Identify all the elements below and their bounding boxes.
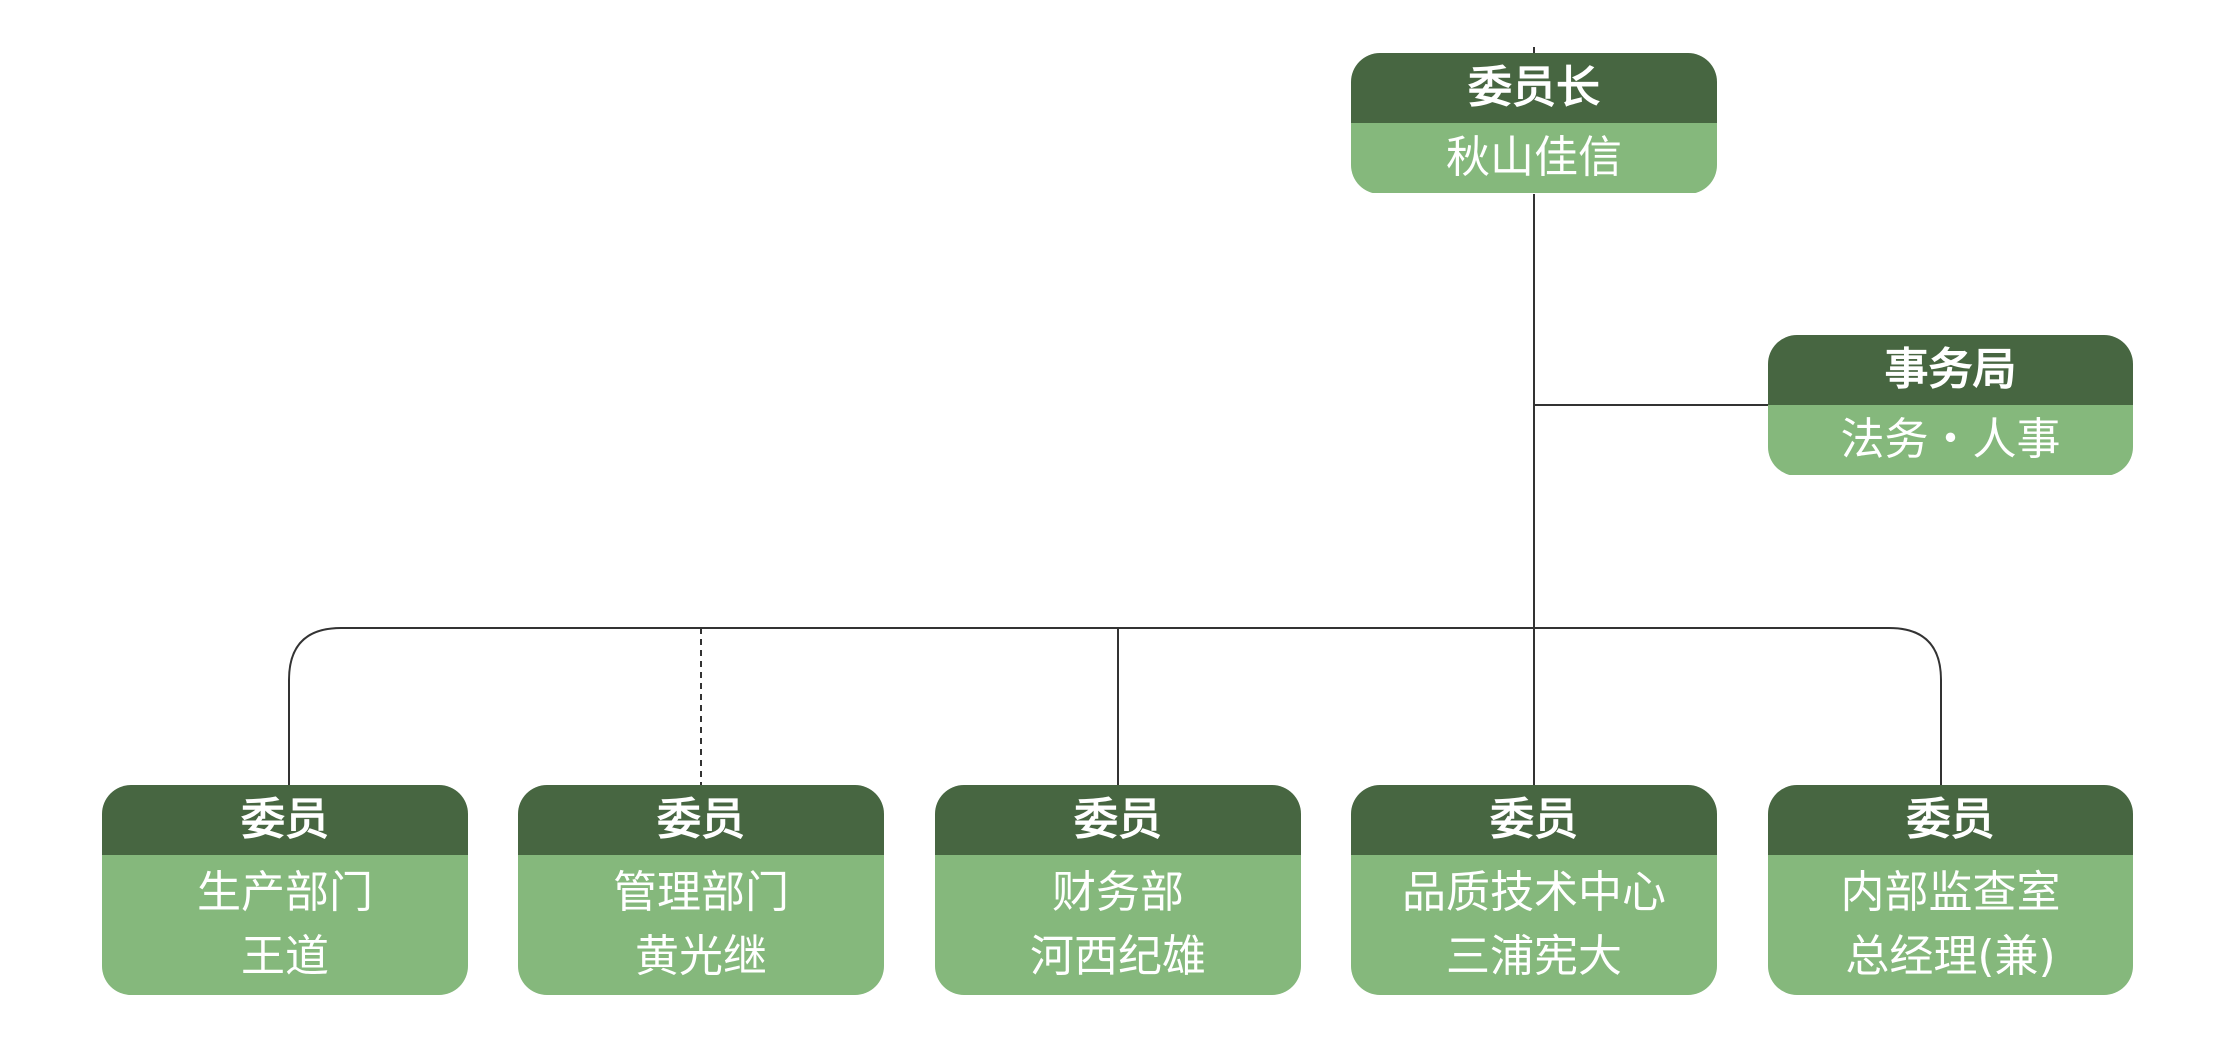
member-dept: 内部监查室 bbox=[1840, 867, 2061, 918]
member-box-quality: 委员 品质技术中心 三浦宪大 bbox=[1351, 785, 1717, 995]
secretariat-box: 事务局 法务・人事 bbox=[1768, 335, 2133, 476]
member-body: 品质技术中心 三浦宪大 bbox=[1351, 855, 1717, 995]
member-name: 河西纪雄 bbox=[1030, 931, 1206, 982]
member-box-production: 委员 生产部门 王道 bbox=[102, 785, 468, 995]
member-title: 委员 bbox=[518, 785, 884, 855]
member-name: 王道 bbox=[241, 931, 329, 982]
secretariat-title: 事务局 bbox=[1768, 335, 2133, 405]
connector-bus bbox=[288, 627, 1942, 785]
chairman-box: 委员长 秋山佳信 bbox=[1351, 53, 1717, 194]
member-body: 内部监查室 总经理(兼) bbox=[1768, 855, 2133, 995]
member-dept: 生产部门 bbox=[197, 867, 373, 918]
member-dept: 管理部门 bbox=[613, 867, 789, 918]
member-body: 管理部门 黄光继 bbox=[518, 855, 884, 995]
chairman-title: 委员长 bbox=[1351, 53, 1717, 123]
member-box-audit: 委员 内部监查室 总经理(兼) bbox=[1768, 785, 2133, 995]
member-body: 财务部 河西纪雄 bbox=[935, 855, 1301, 995]
member-name: 总经理(兼) bbox=[1845, 931, 2056, 982]
member-title: 委员 bbox=[102, 785, 468, 855]
member-body: 生产部门 王道 bbox=[102, 855, 468, 995]
member-name: 三浦宪大 bbox=[1446, 931, 1622, 982]
secretariat-scope: 法务・人事 bbox=[1768, 405, 2133, 475]
chairman-name: 秋山佳信 bbox=[1351, 123, 1717, 193]
member-title: 委员 bbox=[1768, 785, 2133, 855]
member-title: 委员 bbox=[1351, 785, 1717, 855]
member-dept: 财务部 bbox=[1052, 867, 1184, 918]
member-name: 黄光继 bbox=[635, 931, 767, 982]
member-title: 委员 bbox=[935, 785, 1301, 855]
member-dept: 品质技术中心 bbox=[1402, 867, 1666, 918]
member-box-management: 委员 管理部门 黄光继 bbox=[518, 785, 884, 995]
member-box-finance: 委员 财务部 河西纪雄 bbox=[935, 785, 1301, 995]
